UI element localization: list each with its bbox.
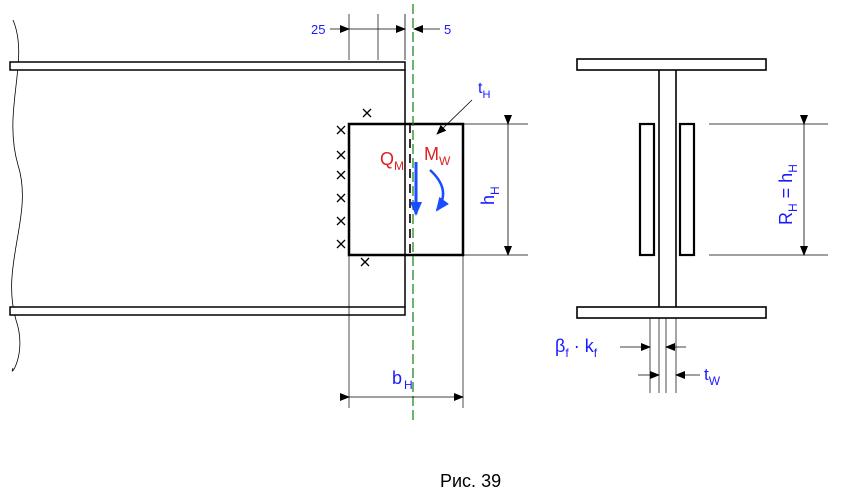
weld-label: βf · kf [555,336,598,360]
rh-label: RH = hH [776,164,800,225]
section-top-flange [576,58,767,71]
tw-label: tW [704,365,721,388]
figure-caption: Рис. 39 [440,471,501,491]
th-label: tH [478,80,490,101]
section-extension-lines [649,123,828,393]
section-bottom-flange [576,306,767,319]
break-line [11,19,23,372]
section-plate-left [638,122,656,257]
beam-section [576,58,828,393]
dim-25-label: 25 [311,22,325,37]
top-dimension [330,14,440,60]
section-plate-right [678,122,696,257]
moment-arrow [429,169,449,212]
hh-label: hH [478,186,502,205]
bottom-flange [9,306,406,316]
extension-lines [348,14,528,408]
dim-5-label: 5 [444,22,451,37]
moment-label: MW [424,144,451,168]
th-leader [436,99,473,135]
weld-marks [336,108,372,267]
shear-force-label: QM [380,149,404,173]
top-flange [9,61,406,71]
connection-plate [347,122,465,257]
beam-elevation [9,4,528,420]
